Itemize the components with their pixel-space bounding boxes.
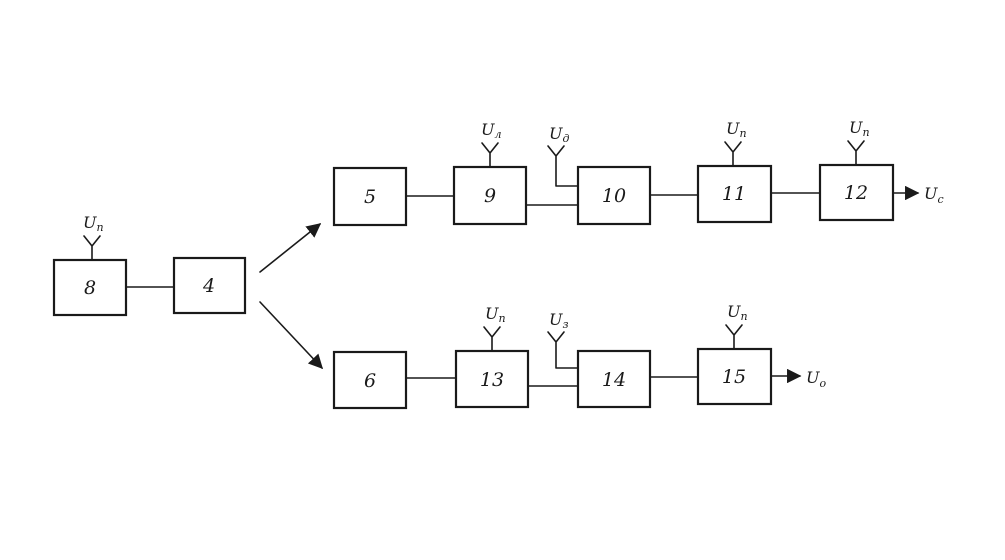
input-symbols	[83, 140, 865, 369]
block-label: 11	[722, 183, 746, 205]
signal-label-u10: Uд	[549, 124, 569, 145]
block-label: 9	[484, 185, 496, 207]
arrow-4-to-6	[259, 301, 323, 370]
antenna-icon-12	[847, 140, 865, 166]
block-label: 10	[602, 185, 626, 207]
block-label: 5	[364, 186, 376, 208]
block-label: 8	[84, 277, 96, 299]
block-label: 4	[202, 275, 215, 297]
block-4: 4	[172, 256, 247, 315]
antenna-icon-9	[481, 142, 499, 168]
antenna-icon-15	[725, 324, 743, 350]
connections	[125, 185, 920, 387]
block-10: 10	[576, 165, 652, 226]
block-12: 12	[818, 163, 895, 222]
block-label: 14	[602, 369, 626, 391]
antenna-icon-10	[547, 145, 579, 187]
block-9: 9	[452, 165, 528, 226]
signal-label-u13: Uп	[485, 304, 506, 325]
block-15: 15	[696, 347, 773, 406]
block-6: 6	[332, 350, 408, 410]
block-5: 5	[332, 166, 408, 227]
signal-label-u11: Uп	[726, 119, 747, 140]
block-label: 13	[480, 369, 504, 391]
block-label: 15	[722, 366, 746, 388]
signal-labels: Uп Uл Uд Uп Uп Uп Uз Uп Uс Uо	[83, 118, 944, 390]
signal-label-u14: Uз	[549, 310, 568, 331]
antenna-icon-8	[83, 235, 101, 260]
block-14: 14	[576, 349, 652, 409]
block-label: 12	[844, 182, 868, 204]
block-8: 8	[52, 258, 128, 317]
antenna-icon-11	[724, 141, 742, 167]
signal-label-u8: Uп	[83, 213, 104, 234]
signal-label-u15: Uп	[727, 302, 748, 323]
block-11: 11	[696, 164, 773, 224]
block-label: 6	[364, 370, 376, 392]
output-label-top: Uс	[924, 184, 944, 206]
block-13: 13	[454, 349, 530, 409]
signal-label-u12: Uп	[849, 118, 870, 139]
arrow-4-to-5	[259, 223, 322, 273]
signal-label-u9: Uл	[481, 120, 502, 141]
antenna-icon-14	[547, 331, 579, 369]
output-label-bottom: Uо	[806, 368, 826, 390]
antenna-icon-13	[483, 326, 501, 352]
